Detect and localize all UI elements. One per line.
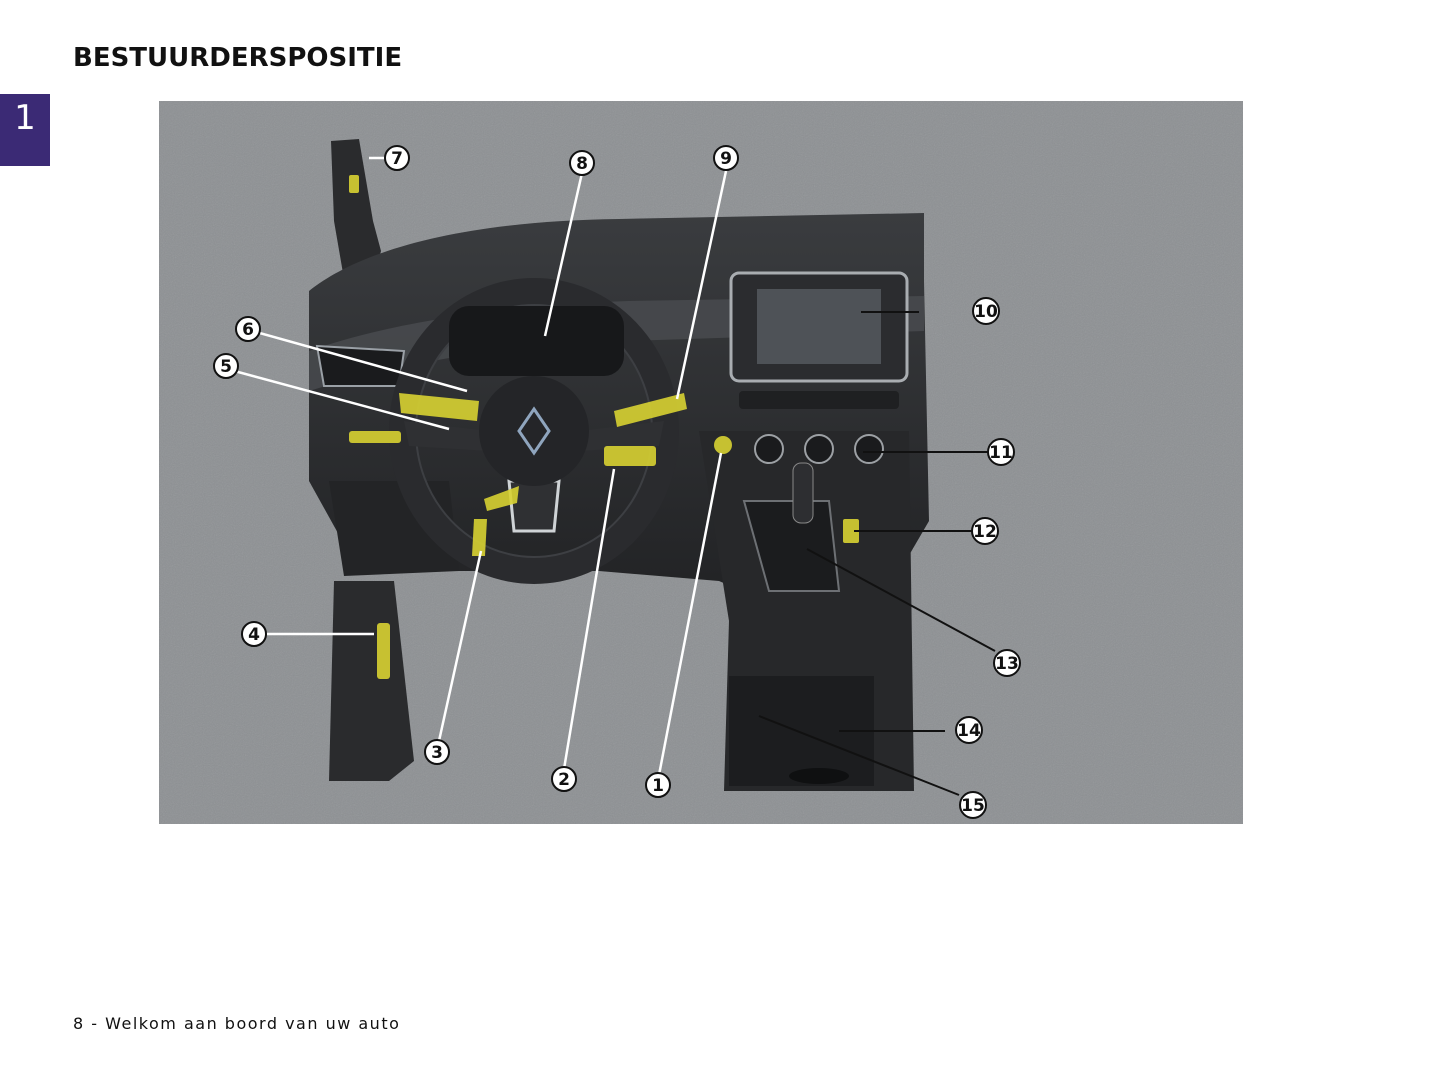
callout-markers: 1 2 3 4 5 6 7 8 9 10 11 12 13 14 15 — [213, 145, 1021, 819]
callout-10: 10 — [972, 297, 1000, 325]
chapter-tab: 1 — [0, 94, 50, 166]
svg-text:3: 3 — [431, 743, 443, 763]
callout-14: 14 — [955, 716, 983, 744]
svg-text:4: 4 — [248, 625, 260, 645]
start-button-highlight — [714, 436, 732, 454]
mirror-control-highlight — [349, 175, 359, 193]
callout-9: 9 — [713, 145, 739, 171]
callout-4: 4 — [241, 621, 267, 647]
svg-text:8: 8 — [576, 154, 588, 174]
infotainment-screen — [729, 271, 909, 409]
dashboard-illustration: 1 2 3 4 5 6 7 8 9 10 11 12 13 14 15 — [159, 101, 1243, 824]
page-title: BESTUURDERSPOSITIE — [73, 43, 403, 73]
svg-text:13: 13 — [995, 654, 1019, 674]
svg-text:6: 6 — [242, 320, 254, 340]
parking-brake-highlight — [843, 519, 859, 543]
svg-text:14: 14 — [957, 721, 981, 741]
pedal-highlight — [377, 623, 390, 679]
svg-text:11: 11 — [989, 443, 1013, 463]
dashboard-figure: 77172 — [159, 101, 1243, 824]
callout-13: 13 — [993, 649, 1021, 677]
left-stalk-highlight — [399, 393, 479, 421]
svg-text:1: 1 — [652, 776, 664, 796]
svg-text:2: 2 — [558, 770, 570, 790]
svg-text:9: 9 — [720, 149, 732, 169]
column-lever-highlight — [484, 486, 519, 511]
callout-15: 15 — [959, 791, 987, 819]
callout-lines — [226, 156, 996, 796]
page-footer: 8 - Welkom aan boord van uw auto — [73, 1014, 401, 1033]
callout-6: 6 — [235, 316, 261, 342]
svg-text:10: 10 — [974, 302, 998, 322]
callout-1: 1 — [645, 772, 671, 798]
svg-text:7: 7 — [391, 149, 403, 169]
callout-3: 3 — [424, 739, 450, 765]
callout-8: 8 — [569, 150, 595, 176]
callout-7: 7 — [384, 145, 410, 171]
svg-text:12: 12 — [973, 522, 997, 542]
callout-2: 2 — [551, 766, 577, 792]
a-pillar — [331, 139, 381, 281]
callout-12: 12 — [971, 517, 999, 545]
right-switch-highlight — [604, 446, 656, 466]
left-switch-highlight — [349, 431, 401, 443]
callout-11: 11 — [987, 438, 1015, 466]
right-stalk-highlight — [614, 393, 687, 427]
callout-5: 5 — [213, 353, 239, 379]
steering-wheel — [389, 278, 679, 584]
highlighted-controls — [349, 175, 859, 679]
svg-text:5: 5 — [220, 357, 232, 377]
hood-release-highlight — [472, 519, 487, 556]
svg-text:15: 15 — [961, 796, 985, 816]
